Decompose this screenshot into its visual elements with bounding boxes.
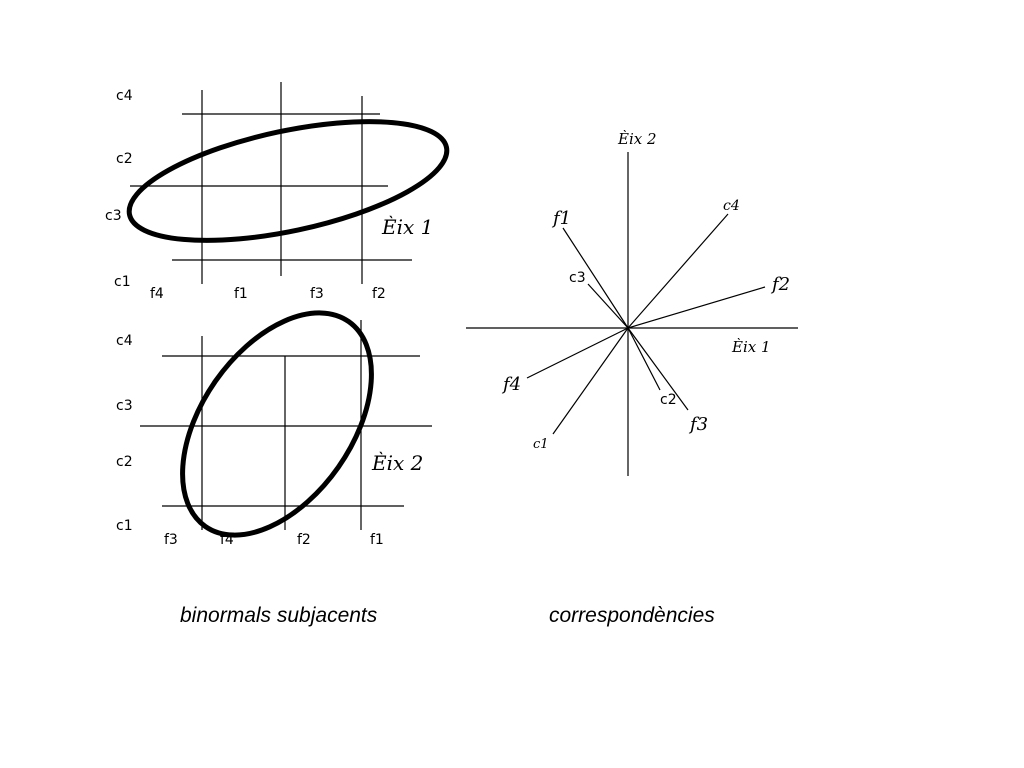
- point-label-c4: c4: [723, 198, 740, 214]
- col-label: f2: [372, 286, 386, 302]
- ray-c2: [627, 327, 661, 391]
- point-label-f4: f4: [501, 374, 521, 395]
- col-label: f3: [310, 286, 324, 302]
- col-label: f4: [220, 532, 234, 548]
- point-label-c1: c1: [533, 437, 549, 452]
- col-label: f4: [150, 286, 164, 302]
- caption-right: correspondències: [549, 604, 715, 627]
- point-label-c2: c2: [660, 392, 677, 408]
- point-label-f3: f3: [688, 414, 708, 435]
- row-label: c4: [116, 333, 133, 349]
- ray-f4: [526, 327, 629, 379]
- ray-f3: [627, 327, 689, 411]
- row-label: c3: [105, 208, 122, 224]
- caption-left: binormals subjacents: [180, 604, 378, 627]
- correspondence-biplot: Èix 2 Èix 1 f1 f2 f3 f4 c1 c2 c3 c4: [466, 130, 798, 476]
- point-label-f2: f2: [770, 274, 790, 295]
- bottom-ellipse: [180, 310, 374, 538]
- row-label: c1: [114, 274, 131, 290]
- ray-c4: [627, 213, 729, 329]
- row-label: c3: [116, 398, 133, 414]
- ray-f2: [627, 286, 766, 329]
- ray-c3: [587, 283, 629, 329]
- biplot-axis2-label: Èix 2: [617, 130, 657, 148]
- point-label-c3: c3: [569, 270, 586, 286]
- axis-label-eix1: Èix 1: [381, 215, 433, 239]
- bottom-binormal-panel: c4 c3 c2 c1 f3 f4 f2 f1 Èix 2: [116, 310, 432, 548]
- col-label: f3: [164, 532, 178, 548]
- top-binormal-panel: c4 c2 c3 c1 f4 f1 f3 f2 Èix 1: [105, 82, 450, 302]
- ray-f1: [562, 227, 629, 329]
- col-label: f1: [370, 532, 384, 548]
- col-label: f2: [297, 532, 311, 548]
- ray-c1: [552, 327, 629, 435]
- top-ellipse: [126, 119, 450, 243]
- axis-label-eix2: Èix 2: [371, 451, 423, 475]
- row-label: c1: [116, 518, 133, 534]
- biplot-axis1-label: Èix 1: [731, 338, 771, 356]
- row-label: c2: [116, 151, 133, 167]
- col-label: f1: [234, 286, 248, 302]
- row-label: c2: [116, 454, 133, 470]
- row-label: c4: [116, 88, 133, 104]
- point-label-f1: f1: [551, 208, 571, 229]
